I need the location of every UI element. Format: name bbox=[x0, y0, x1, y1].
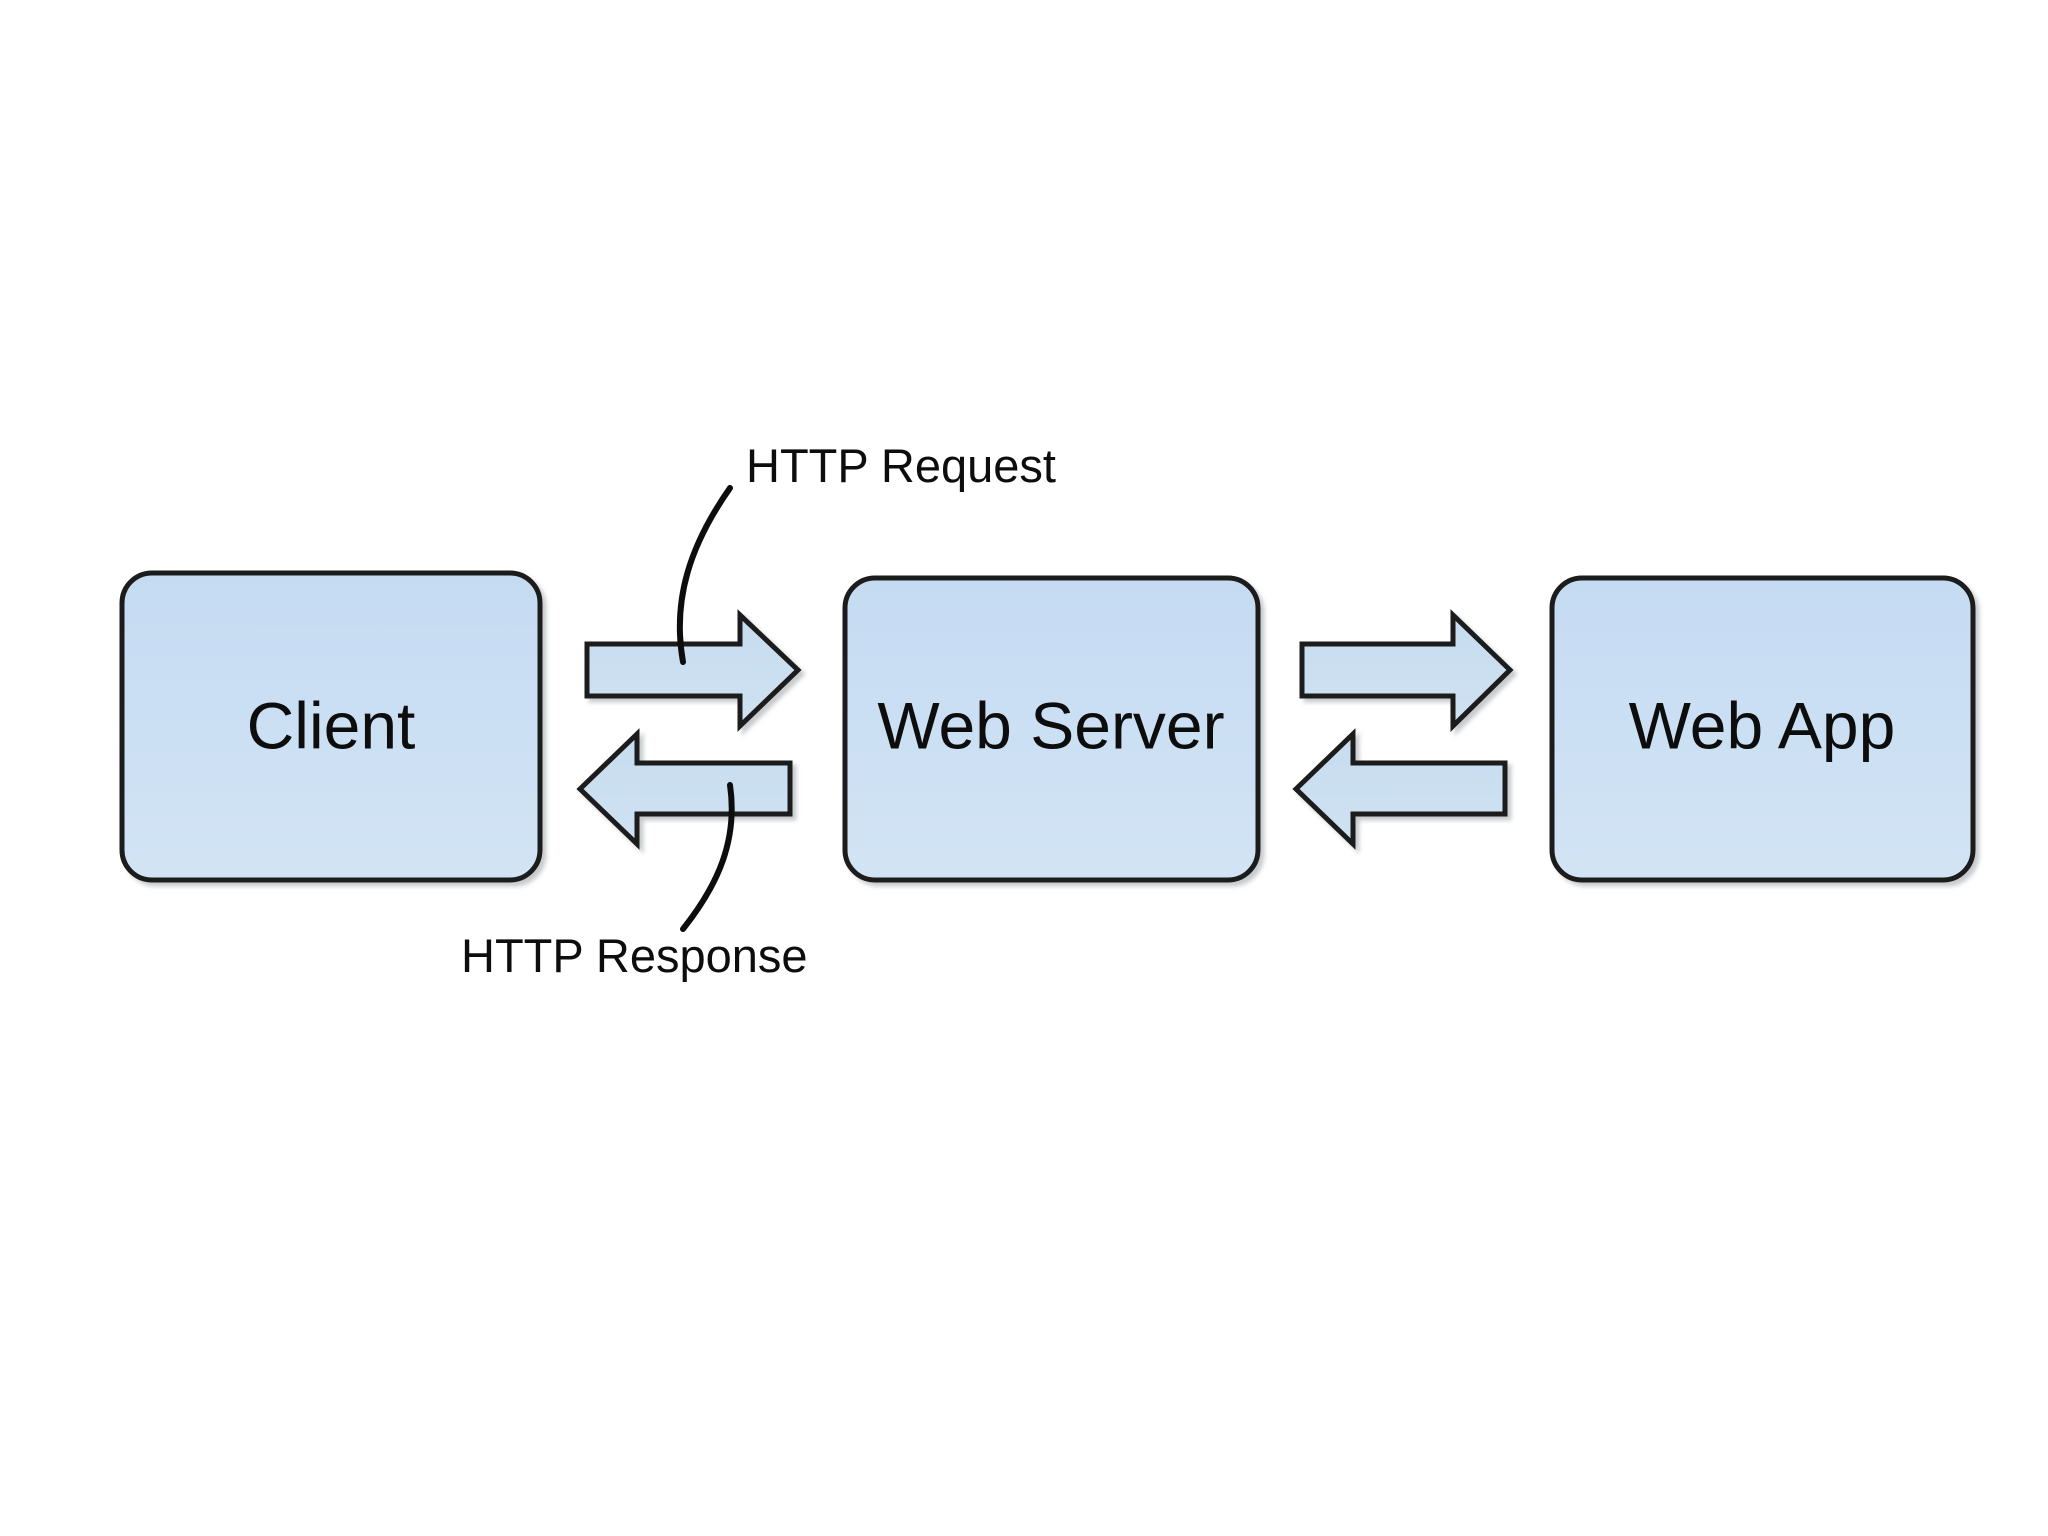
arrow-client-to-server[interactable] bbox=[584, 609, 802, 732]
http-response-label: HTTP Response bbox=[461, 929, 808, 982]
web-app-label: Web App bbox=[1629, 688, 1896, 762]
http-request-leader-line bbox=[676, 485, 733, 665]
arrow-server-to-app[interactable] bbox=[1299, 609, 1514, 732]
node-client[interactable]: Client bbox=[119, 570, 543, 883]
arrow-right-shape-2[interactable] bbox=[1299, 609, 1514, 732]
arrow-app-to-server[interactable] bbox=[1292, 728, 1508, 850]
arrow-left-shape[interactable] bbox=[576, 728, 793, 850]
client-label: Client bbox=[247, 688, 416, 762]
http-response-leader-line bbox=[680, 782, 735, 932]
http-request-label: HTTP Request bbox=[746, 439, 1056, 492]
node-web-app[interactable]: Web App bbox=[1549, 575, 1976, 883]
web-app-box[interactable] bbox=[1549, 575, 1976, 883]
arrow-server-to-client[interactable] bbox=[576, 728, 793, 850]
web-server-label: Web Server bbox=[877, 688, 1224, 762]
node-web-server[interactable]: Web Server bbox=[842, 575, 1261, 883]
arrow-right-shape[interactable] bbox=[584, 609, 802, 732]
web-server-box[interactable] bbox=[842, 575, 1261, 883]
arrow-left-shape-2[interactable] bbox=[1292, 728, 1508, 850]
client-box[interactable] bbox=[119, 570, 543, 883]
